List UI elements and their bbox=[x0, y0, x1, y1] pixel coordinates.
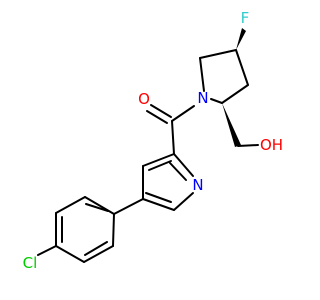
bond-ph-c1-c2-inner bbox=[85, 203, 109, 212]
atom-labels: O N F OH N Cl bbox=[23, 9, 283, 272]
bond-carbonyl-double-b bbox=[146, 110, 168, 124]
atom-label-nitrogen-pyrrolidine: N bbox=[197, 89, 208, 107]
bond-pyr-c3-n bbox=[173, 153, 194, 177]
bond-ring-c3-c2 bbox=[221, 84, 249, 104]
atom-label-nitrogen-pyridine: N bbox=[192, 176, 203, 194]
bond-pyr-c6-c5-inner bbox=[145, 192, 172, 203]
bond-ring-c2-n bbox=[210, 98, 223, 104]
bond-ring-n-c5 bbox=[199, 57, 205, 92]
bond-ch2-oh bbox=[237, 144, 259, 147]
bond-ring-c5-c4 bbox=[199, 49, 237, 59]
bond-pyridine-phenyl bbox=[113, 198, 144, 215]
wedge-c2-ch2 bbox=[222, 103, 241, 147]
bond-ph-c6-c1 bbox=[112, 213, 115, 247]
bond-pyr-c4-c3 bbox=[142, 153, 175, 167]
bond-ph-c1-c2 bbox=[84, 196, 115, 215]
atom-label-fluorine: F bbox=[241, 9, 250, 27]
bond-pyr-c3-n-inner bbox=[169, 162, 187, 181]
bond-pyr-c4-c3-inner bbox=[148, 160, 172, 171]
atom-label-oxygen-carbonyl: O bbox=[138, 90, 150, 108]
bond-carbonyl-pyridine bbox=[171, 120, 175, 155]
bonds bbox=[37, 49, 259, 263]
bond-ph-c5-c6-inner bbox=[84, 241, 108, 256]
bond-ph-c4-c5 bbox=[55, 245, 85, 263]
bond-pyr-c6-c5 bbox=[142, 198, 175, 211]
bond-ph-c2-c3 bbox=[55, 196, 86, 214]
bond-pyr-n-c6 bbox=[173, 192, 194, 211]
atom-label-chlorine: Cl bbox=[23, 254, 38, 272]
bond-ph-cl bbox=[37, 245, 57, 256]
bond-ring-c4-c3 bbox=[235, 49, 249, 86]
bond-ph-c5-c6 bbox=[83, 245, 114, 263]
structure-diagram: O N F OH N Cl bbox=[23, 9, 283, 272]
wedge-c4-f bbox=[236, 28, 246, 50]
atom-label-hydroxyl: OH bbox=[260, 136, 283, 154]
bond-carbonyl-double-a bbox=[150, 104, 172, 118]
bond-carbonyl-n bbox=[171, 105, 195, 122]
